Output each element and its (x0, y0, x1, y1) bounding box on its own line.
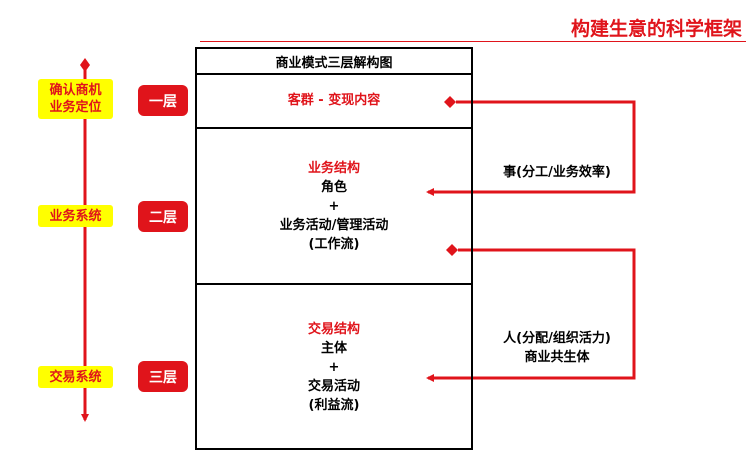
layer1-section: 客群 - 变现内容 (197, 73, 471, 129)
upper-loop-arrow (426, 100, 636, 196)
layer3-section: 交易结构 主体 + 交易活动 (利益流) (197, 285, 471, 450)
layer-badge-3: 三层 (138, 361, 188, 392)
title-rule (200, 41, 746, 42)
layer2-line: 业务活动/管理活动 (279, 217, 389, 233)
page-title: 构建生意的科学框架 (570, 18, 742, 40)
label-confirm-business: 确认商机 业务定位 (38, 79, 113, 119)
lower-loop-label-2: 商业共生体 (524, 350, 590, 365)
layer2-title: 业务结构 (307, 160, 360, 176)
business-model-frame: 商业模式三层解构图 客群 - 变现内容 业务结构 角色 + 业务活动/管理活动 … (195, 47, 473, 450)
layer3-line: 主体 (320, 341, 347, 356)
layer3-line: + (328, 360, 340, 375)
layer3-line: 交易活动 (307, 379, 360, 394)
lower-loop-arrow (426, 248, 636, 382)
label-trade-system: 交易系统 (38, 366, 113, 388)
layer1-title: 客群 - 变现内容 (287, 92, 381, 108)
layer2-line: (工作流) (308, 236, 360, 252)
lower-loop-diamond (446, 244, 458, 256)
layer-badge-1: 一层 (138, 85, 188, 116)
layer-badge-2: 二层 (138, 201, 188, 232)
frame-header: 商业模式三层解构图 (197, 49, 471, 75)
label-business-system: 业务系统 (38, 205, 113, 227)
layer2-line: + (328, 198, 340, 214)
upper-loop-label: 事(分工/业务效率) (503, 165, 611, 180)
vertical-arrow-top-diamond (80, 58, 90, 72)
lower-loop-label-1: 人(分配/组织活力) (503, 331, 611, 346)
layer3-line: (利益流) (308, 398, 360, 413)
layer3-title: 交易结构 (307, 322, 360, 337)
upper-loop-diamond (444, 96, 456, 108)
layer2-section: 业务结构 角色 + 业务活动/管理活动 (工作流) (197, 129, 471, 285)
layer2-line: 角色 (320, 179, 347, 195)
